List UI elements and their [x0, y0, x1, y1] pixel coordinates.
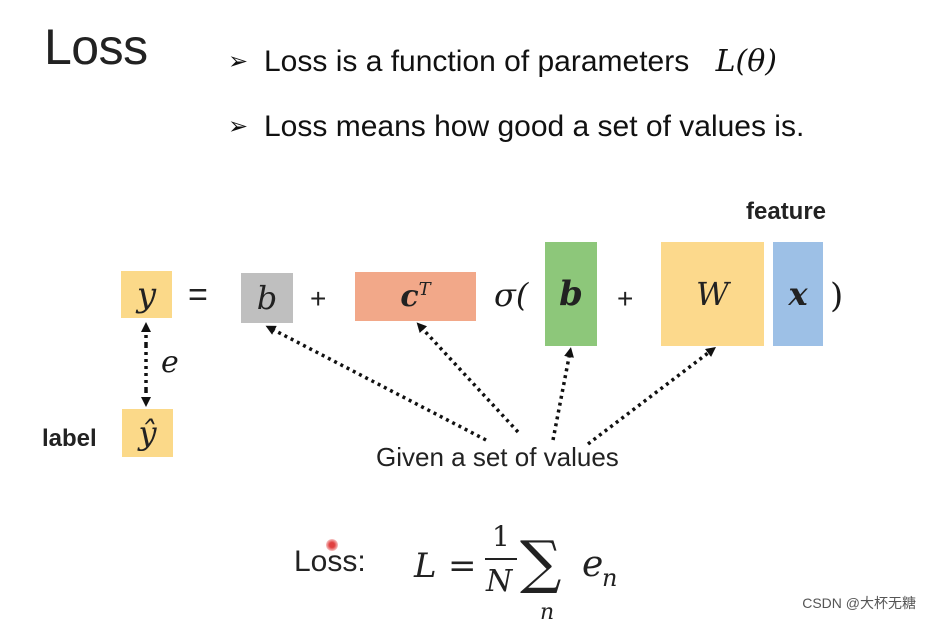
arrow-to-W	[586, 346, 716, 446]
bullet-1: ➢ Loss is a function of parameters L(θ)	[228, 44, 777, 79]
arrow-to-b-scalar	[265, 325, 487, 442]
equals-sign: =	[188, 276, 208, 314]
cT-box: cT	[355, 272, 476, 321]
sigma-open: σ(	[494, 276, 529, 314]
loss-label: Loss:	[294, 545, 366, 578]
arrow-to-cT	[416, 322, 520, 434]
bullet-2: ➢ Loss means how good a set of values is.	[228, 110, 804, 144]
b-vector-symbol: b	[559, 274, 583, 314]
cursor-dot-icon	[326, 539, 338, 551]
formula-denominator: N	[486, 564, 513, 599]
term-sub-n: n	[602, 564, 618, 592]
b-vector-box: b	[545, 242, 597, 346]
sum-index: n	[540, 600, 555, 625]
slide-title: Loss	[44, 19, 148, 75]
formula-equals: =	[448, 546, 477, 586]
arrow-to-b-vector	[551, 347, 574, 441]
close-paren: )	[830, 276, 844, 316]
y-hat-box: ŷ	[122, 409, 173, 457]
fraction-bar	[485, 558, 517, 560]
formula-L: L	[414, 546, 437, 586]
y-box: y	[121, 271, 172, 318]
plus-sign-2: +	[617, 283, 634, 314]
bullet-1-math: L(θ)	[715, 44, 777, 79]
watermark: CSDN @大杯无糖	[802, 595, 916, 611]
W-box: W	[661, 242, 764, 346]
loss-formula: L = 1 N ∑ n e n	[412, 518, 642, 625]
label-text: label	[42, 425, 97, 452]
x-box: x	[773, 242, 823, 346]
arrowhead-bullet-icon: ➢	[228, 113, 249, 140]
y-hat-symbol: ŷ	[138, 414, 157, 452]
bullet-2-text: Loss means how good a set of values is.	[264, 110, 805, 143]
b-scalar-box: b	[241, 273, 293, 323]
sum-symbol: ∑	[520, 528, 562, 596]
given-values-caption: Given a set of values	[376, 442, 619, 472]
arrowhead-bullet-icon: ➢	[228, 48, 249, 75]
bullet-1-text: Loss is a function of parameters	[264, 45, 690, 78]
cT-symbol: cT	[400, 279, 431, 314]
x-symbol: x	[788, 275, 808, 313]
plus-sign-1: +	[310, 283, 327, 314]
formula-numerator: 1	[492, 520, 510, 553]
e-symbol: e	[161, 345, 179, 380]
feature-label: feature	[746, 198, 827, 225]
term-e: e	[582, 544, 604, 585]
W-symbol: W	[696, 275, 729, 313]
y-symbol: y	[136, 274, 157, 315]
b-scalar-symbol: b	[256, 279, 278, 317]
